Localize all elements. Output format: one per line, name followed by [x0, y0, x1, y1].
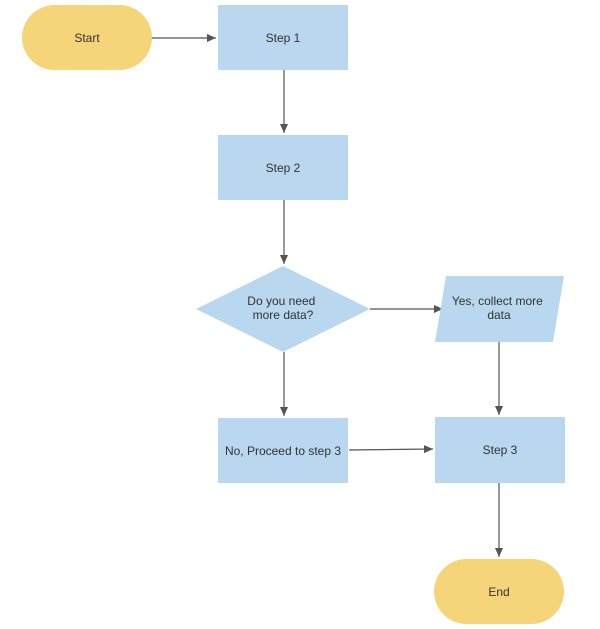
step1-label: Step 1 — [266, 31, 301, 45]
step3-process-shape — [435, 417, 565, 483]
node-step2: Step 2 — [218, 135, 348, 200]
end-terminator-shape — [434, 559, 564, 624]
start-terminator-shape — [22, 5, 152, 70]
node-end: End — [434, 559, 564, 624]
start-label: Start — [74, 31, 100, 45]
collect-label-line-2: data — [487, 308, 511, 322]
proceed-process-shape — [218, 418, 348, 483]
edge-proceed-to-step3 — [348, 445, 434, 454]
collect-label: Yes, collect more data — [452, 294, 546, 322]
node-collect: Yes, collect more data — [435, 276, 564, 342]
step3-label: Step 3 — [483, 443, 518, 457]
collect-data-shape — [435, 276, 564, 342]
step2-process-shape — [218, 135, 348, 200]
step2-label: Step 2 — [266, 161, 301, 175]
step1-process-shape — [218, 5, 348, 70]
edges — [152, 34, 503, 557]
decision-label-line-1: Do you need — [247, 294, 315, 308]
node-proceed: No, Proceed to step 3 — [218, 418, 348, 483]
decision-diamond-shape — [196, 266, 370, 352]
collect-label-line-1: Yes, collect more — [452, 294, 543, 308]
node-step3: Step 3 — [435, 417, 565, 483]
node-start: Start — [22, 5, 152, 70]
proceed-label: No, Proceed to step 3 — [225, 444, 341, 458]
node-step1: Step 1 — [218, 5, 348, 70]
end-label: End — [488, 585, 509, 599]
decision-label: Do you need more data? — [247, 294, 318, 322]
node-decision: Do you need more data? — [196, 266, 370, 352]
decision-label-line-2: more data? — [253, 308, 314, 322]
